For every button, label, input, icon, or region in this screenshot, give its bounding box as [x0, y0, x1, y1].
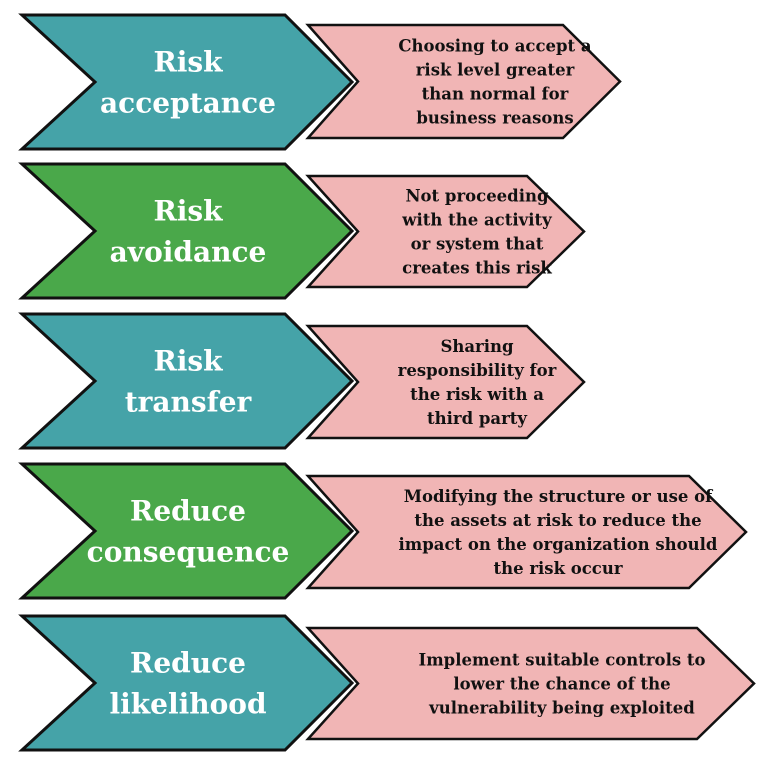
description-chevron [305, 324, 586, 440]
title-chevron [18, 162, 355, 300]
strategy-title-line: Risk [153, 46, 223, 79]
strategy-title-line: consequence [87, 536, 290, 569]
strategy-row: Risk avoidance Not proceeding with the acti… [18, 162, 586, 300]
title-chevron [18, 13, 355, 151]
strategy-description-line: creates this risk [402, 259, 552, 278]
strategy-description-line: third party [427, 409, 527, 428]
strategy-title-line: Reduce [130, 647, 246, 680]
description-chevron [305, 474, 748, 590]
description-chevron [305, 626, 756, 741]
strategy-row: Risk acceptance Choosing to accept a risk l… [18, 13, 622, 151]
strategy-title-line: Reduce [130, 495, 246, 528]
description-chevron [305, 174, 586, 289]
title-chevron [18, 614, 355, 752]
strategy-title-line: Risk [153, 345, 223, 378]
strategy-description-line: lower the chance of the [453, 675, 670, 694]
strategy-description-line: Sharing [440, 337, 514, 356]
description-chevron [305, 23, 622, 140]
strategy-description-line: with the activity [401, 211, 552, 230]
strategy-title-line: transfer [125, 386, 253, 419]
strategy-title-line: avoidance [110, 236, 267, 269]
strategy-description-line: the risk with a [410, 385, 544, 404]
strategy-description-line: business reasons [416, 109, 573, 128]
title-chevron [18, 462, 355, 600]
strategy-title-line: likelihood [109, 688, 266, 721]
strategy-row: Reduce likelihood Implement suitable contr… [18, 614, 756, 752]
strategy-description-line: Choosing to accept a [398, 37, 592, 56]
strategy-description-line: Implement suitable controls to [418, 651, 705, 670]
strategy-row: Reduce consequence Modifying the structure… [18, 462, 748, 600]
strategy-description-line: than normal for [422, 85, 569, 104]
strategy-description-line: the risk occur [493, 559, 622, 578]
strategy-title-line: Risk [153, 195, 223, 228]
strategy-description-line: responsibility for [398, 361, 557, 380]
strategy-description-line: Not proceeding [405, 187, 549, 206]
strategy-description-line: Modifying the structure or use of [404, 487, 713, 506]
strategy-description-line: vulnerability being exploited [428, 699, 695, 718]
strategy-description-line: or system that [411, 235, 544, 254]
strategy-title-line: acceptance [100, 87, 276, 120]
strategy-description-line: impact on the organization should [399, 535, 718, 554]
title-chevron [18, 312, 355, 450]
strategy-description-line: risk level greater [416, 61, 575, 80]
strategy-row: Risk transfer Sharing responsibility for the… [18, 312, 586, 450]
strategy-description-line: the assets at risk to reduce the [414, 511, 701, 530]
